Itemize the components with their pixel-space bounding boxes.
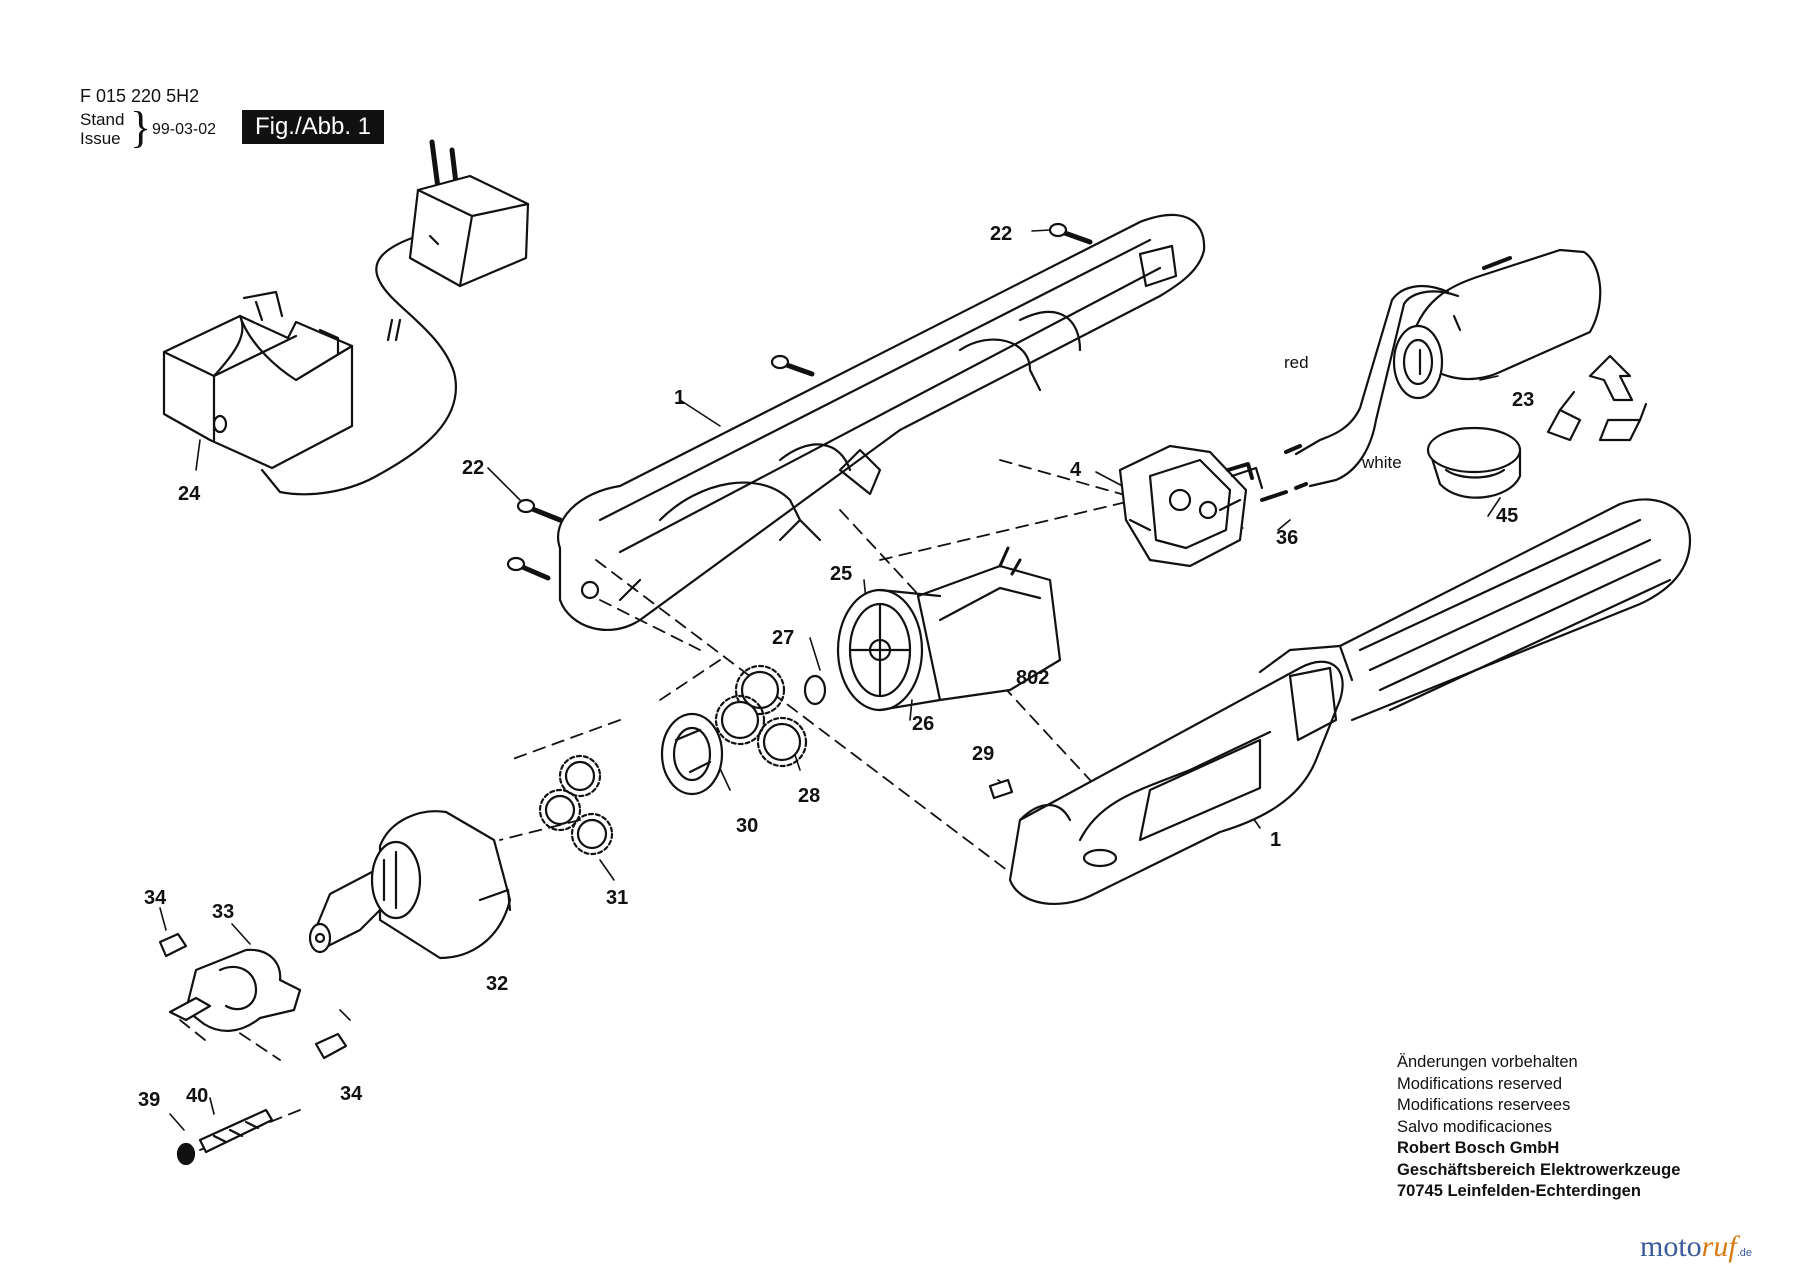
plug-charger — [260, 139, 530, 496]
figure-label: Fig./Abb. 1 — [242, 110, 384, 144]
note-line: Änderungen vorbehalten — [1397, 1053, 1578, 1071]
pin — [988, 778, 1014, 800]
wire-label-white: white — [1361, 453, 1402, 472]
note-line: Salvo modificaciones — [1397, 1117, 1552, 1136]
note-line: Modifications reservees — [1397, 1096, 1571, 1114]
charging-stand — [162, 290, 354, 470]
screws — [506, 222, 1093, 581]
recycle-icon — [1546, 354, 1648, 442]
callout-802: 802 — [1016, 667, 1049, 689]
issue-date: 99-03-02 — [152, 121, 217, 138]
housing-lower — [1008, 498, 1692, 906]
issue-label: Issue — [80, 129, 121, 148]
callout-30: 30 — [736, 815, 758, 837]
stand-issue-labels: Stand Issue — [80, 110, 124, 148]
callout-1-lower: 1 — [1270, 829, 1281, 851]
note-line: Modifications reserved — [1397, 1074, 1563, 1093]
callout-26: 26 — [912, 713, 934, 735]
gearbox — [308, 810, 512, 960]
callout-24: 24 — [178, 483, 201, 505]
callout-31: 31 — [606, 887, 628, 909]
callout-25: 25 — [830, 563, 852, 585]
brace-glyph: } — [130, 103, 152, 152]
company-address: 70745 Leinfelden-Echterdingen — [1397, 1182, 1641, 1200]
notes-block: Änderungen vorbehalten Modifications res… — [1397, 1052, 1680, 1203]
stand-label: Stand — [80, 110, 125, 129]
callout-32: 32 — [486, 973, 508, 995]
callout-22-left: 22 — [462, 457, 484, 479]
switch-plate — [1118, 444, 1288, 568]
collar — [158, 932, 348, 1060]
watermark-part1: moto — [1640, 1230, 1702, 1263]
callout-40: 40 — [186, 1085, 208, 1107]
callout-45: 45 — [1496, 505, 1518, 527]
gear-train — [538, 664, 827, 856]
callout-27: 27 — [772, 627, 794, 649]
callout-33: 33 — [212, 901, 234, 923]
callout-34-bottom: 34 — [340, 1083, 363, 1105]
callout-1-upper: 1 — [674, 387, 685, 409]
watermark-part2: ruf — [1701, 1230, 1737, 1263]
callout-29: 29 — [972, 743, 994, 765]
callout-39: 39 — [138, 1089, 160, 1111]
motor — [836, 546, 1062, 712]
callout-22-top: 22 — [990, 223, 1012, 245]
callout-36: 36 — [1276, 527, 1298, 549]
battery-pack — [1284, 248, 1602, 490]
document-code: F 015 220 5H2 — [80, 86, 200, 106]
end-cap — [1426, 426, 1522, 499]
wire-label-red: red — [1284, 353, 1309, 372]
company-division: Geschäftsbereich Elektrowerkzeuge — [1397, 1160, 1681, 1179]
watermark-tld: .de — [1736, 1247, 1752, 1259]
callout-28: 28 — [798, 785, 820, 807]
housing-upper — [557, 213, 1206, 631]
callout-34-top: 34 — [144, 887, 167, 909]
spring-screw — [176, 1108, 274, 1166]
callout-23: 23 — [1512, 389, 1534, 411]
watermark-logo: motoruf.de — [1640, 1230, 1752, 1264]
callout-4: 4 — [1070, 459, 1082, 481]
company-name: Robert Bosch GmbH — [1397, 1139, 1560, 1157]
